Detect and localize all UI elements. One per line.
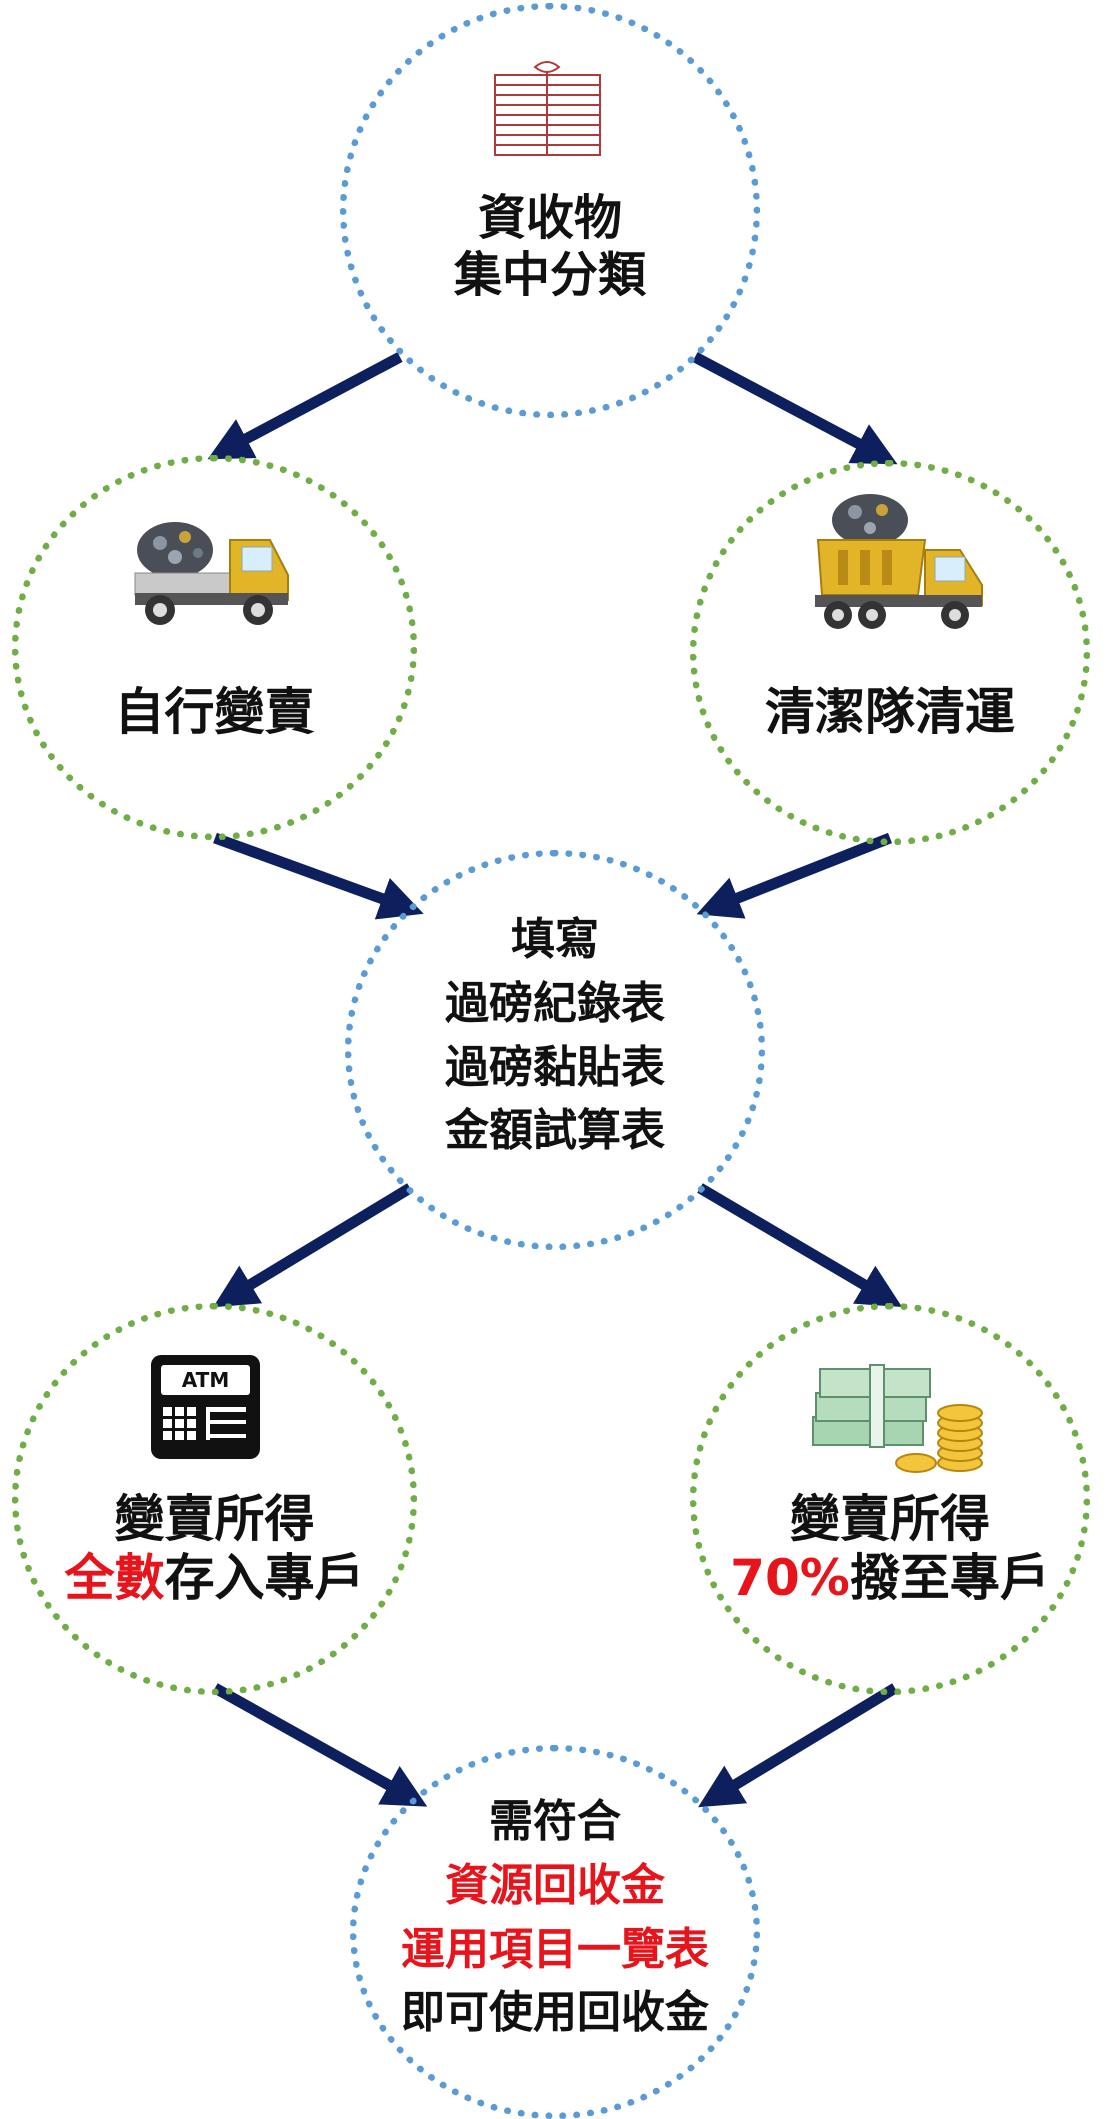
arrow-top-to-self-sell	[207, 352, 403, 460]
full-deposit-node-ring	[12, 1303, 417, 1695]
arrow-middle-to-partial-deposit	[697, 1183, 903, 1308]
full-deposit-line1: 變賣所得	[114, 1490, 315, 1548]
money-coins-icon	[812, 1364, 983, 1473]
full-deposit-line2-rest: 存入專戶	[164, 1549, 365, 1607]
top-node-line1: 資收物	[477, 190, 622, 246]
bottom-node-line4: 即可使用回收金	[401, 1987, 709, 2039]
middle-node-line2: 過磅紀錄表	[445, 977, 665, 1029]
recycling-truck-icon	[134, 522, 289, 625]
bottom-node-ring	[350, 1745, 760, 2119]
middle-node-line3: 過磅黏貼表	[445, 1041, 665, 1093]
cleaning-team-node-label: 清潔隊清運	[765, 683, 1015, 741]
dump-truck-icon	[815, 494, 983, 629]
top-node-label: 資收物 集中分類	[340, 190, 760, 303]
atm-icon: ATM	[151, 1355, 260, 1459]
middle-node-ring	[345, 850, 765, 1250]
atm-label: ATM	[182, 1368, 229, 1392]
arrow-partial-deposit-to-bottom	[698, 1683, 898, 1808]
self-sell-node-ring	[12, 455, 417, 840]
arrow-top-to-cleaning-team	[692, 352, 898, 465]
top-node-ring	[340, 3, 760, 418]
middle-node-label: 填寫 過磅紀錄表 過磅黏貼表 金額試算表	[345, 908, 765, 1163]
partial-deposit-line2-rest: 撥至專戶	[849, 1549, 1050, 1607]
scrap-pile	[137, 522, 213, 578]
arrow-full-deposit-to-bottom	[212, 1683, 428, 1807]
full-deposit-highlight: 全數	[64, 1549, 165, 1607]
arrow-middle-to-full-deposit	[213, 1183, 413, 1308]
partial-deposit-highlight: 70%	[730, 1549, 850, 1607]
full-deposit-node-label: 變賣所得 全數存入專戶	[12, 1490, 417, 1608]
arrow-self-sell-to-middle	[213, 832, 424, 920]
arrow-cleaning-team-to-middle	[696, 832, 893, 919]
full-deposit-line2: 全數存入專戶	[12, 1549, 417, 1608]
partial-deposit-line1: 變賣所得	[790, 1490, 990, 1548]
partial-deposit-node-ring	[690, 1303, 1090, 1695]
cleaning-team-node-ring	[690, 460, 1090, 845]
bottom-node-label: 需符合 資源回收金 運用項目一覽表 即可使用回收金	[350, 1790, 760, 2045]
partial-deposit-node-label: 變賣所得 70%撥至專戶	[690, 1490, 1090, 1608]
newspaper-bundle-icon	[494, 61, 601, 156]
bottom-node-line2: 資源回收金	[445, 1859, 665, 1911]
middle-node-line4: 金額試算表	[445, 1105, 665, 1157]
partial-deposit-line2: 70%撥至專戶	[690, 1549, 1090, 1608]
top-node-line2: 集中分類	[453, 246, 646, 303]
middle-node-line1: 填寫	[511, 914, 599, 965]
bottom-node-line1: 需符合	[489, 1796, 621, 1847]
bottom-node-line3: 運用項目一覽表	[401, 1923, 709, 1975]
self-sell-node-label: 自行變賣	[114, 683, 315, 741]
